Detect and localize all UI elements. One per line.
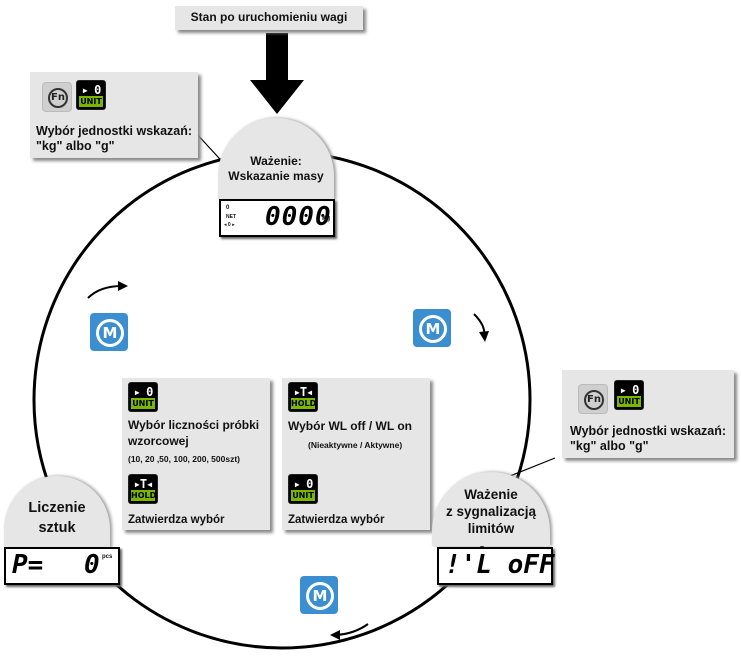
limits-title: Ważenie z sygnalizacją limitów <box>445 487 537 536</box>
fn-key[interactable]: Fn <box>42 82 72 112</box>
sample-size-line2: wzorcowej <box>128 434 189 448</box>
mode-icon: M <box>419 315 447 343</box>
fn-icon: Fn <box>48 88 68 108</box>
counting-unit: pcs <box>102 554 113 560</box>
unit-label: UNIT <box>291 490 315 501</box>
mode-key-bottom[interactable]: M <box>300 576 338 614</box>
indicator-net: NET <box>226 214 236 220</box>
zero-unit-key[interactable]: ▸ 0 ◂ UNIT <box>76 80 106 111</box>
fn-icon: Fn <box>584 390 604 410</box>
hold-label: HOLD <box>131 490 157 501</box>
connector-right <box>504 457 556 479</box>
zero-icon: ▸ 0 ◂ <box>133 385 154 413</box>
start-arrow-shaft <box>266 33 288 83</box>
unit-label: UNIT <box>79 96 103 107</box>
fn-key[interactable]: Fn <box>578 384 608 414</box>
limits-value: !'L oFF <box>445 550 555 580</box>
zero-unit-key[interactable]: ▸ 0 ◂ UNIT <box>128 382 158 413</box>
counting-value: 0 <box>84 550 100 580</box>
zero-icon: ▸ 0 ◂ <box>619 383 640 411</box>
weighing-unit: kg <box>322 215 331 222</box>
unit-select-box-top: Fn ▸ 0 ◂ UNIT Wybór jednostki wskazań: "… <box>30 72 198 158</box>
sample-size-line1: Wybór liczności próbki <box>128 418 260 432</box>
wl-select-box: ▸T◂ HOLD Wybór WL off / WL on (Nieaktywn… <box>282 378 430 530</box>
tare-icon: ▸T◂ <box>293 385 314 399</box>
mode-icon: M <box>96 319 124 347</box>
counting-display: P= 0 pcs <box>4 547 120 585</box>
tare-hold-key[interactable]: ▸T◂ HOLD <box>288 382 318 412</box>
unit-select-text: Wybór jednostki wskazań: "kg" albo "g" <box>570 424 727 453</box>
start-label: Stan po uruchomieniu wagi <box>190 10 348 24</box>
counting-prefix: P= <box>12 550 44 580</box>
zero-icon: ▸ 0 ◂ <box>293 477 314 505</box>
tare-hold-key[interactable]: ▸T◂ HOLD <box>128 474 158 504</box>
unit-select-box-right: Fn ▸ 0 ◂ UNIT Wybór jednostki wskazań: "… <box>562 370 734 458</box>
weighing-value: 0000 <box>265 202 332 232</box>
start-label-box: Stan po uruchomieniu wagi <box>175 6 363 30</box>
sample-size-confirm: Zatwierdza wybór <box>128 514 225 526</box>
zero-unit-key[interactable]: ▸ 0 ◂ UNIT <box>288 474 318 505</box>
arrow-left-rotation <box>87 285 123 299</box>
tare-icon: ▸T◂ <box>133 477 154 491</box>
zero-unit-key[interactable]: ▸ 0 ◂ UNIT <box>614 380 644 411</box>
unit-label: UNIT <box>131 398 155 409</box>
sample-size-options: (10, 20 ,50, 100, 200, 500szt) <box>128 454 240 464</box>
hold-label: HOLD <box>291 398 317 409</box>
unit-select-text: Wybór jednostki wskazań: "kg" albo "g" <box>36 124 193 153</box>
wl-select-sub: (Nieaktywne / Aktywne) <box>308 440 403 450</box>
zero-icon: ▸ 0 ◂ <box>81 83 102 111</box>
mode-key-right[interactable]: M <box>413 309 451 347</box>
weighing-mode-dome: Ważenie: Wskazanie masy <box>218 118 334 200</box>
counting-title: Liczenie sztuk <box>28 500 86 536</box>
mode-icon: M <box>306 582 334 610</box>
start-arrow-head <box>250 80 304 114</box>
indicator-zero: 0 <box>226 205 230 211</box>
weighing-title: Ważenie: Wskazanie masy <box>228 154 324 183</box>
indicator-stable: ◂ 0 ▸ <box>224 222 235 228</box>
wl-select-confirm: Zatwierdza wybór <box>288 514 385 526</box>
weighing-display: 0 NET ◂ 0 ▸ 0000 kg <box>219 199 335 237</box>
mode-key-left[interactable]: M <box>90 313 128 351</box>
sample-size-box: ▸ 0 ◂ UNIT Wybór liczności próbki wzorco… <box>122 378 270 530</box>
limits-display: !'L oFF <box>437 547 555 585</box>
wl-select-line1: Wybór WL off / WL on <box>288 419 412 433</box>
unit-label: UNIT <box>617 396 641 407</box>
